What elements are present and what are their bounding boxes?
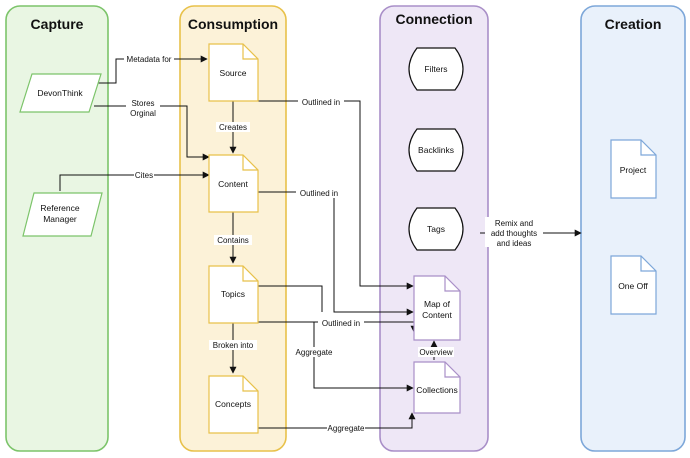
label-aggregate-topics: Aggregate	[296, 348, 333, 357]
label-remix-2: add thoughts	[491, 229, 537, 238]
node-filters: Filters	[408, 47, 464, 91]
reference-manager-label-1: Reference	[40, 203, 79, 213]
filters-shape	[408, 47, 464, 91]
concepts-label: Concepts	[215, 399, 251, 409]
collections-shape	[413, 361, 461, 414]
project-label: Project	[620, 165, 647, 175]
lane-creation-box	[580, 5, 686, 452]
label-remix-3: and ideas	[497, 239, 532, 248]
edge-content-outlined-in	[257, 191, 414, 316]
content-shape	[208, 154, 259, 213]
label-metadata-for: Metadata for	[127, 55, 172, 64]
devonthink-shape	[19, 73, 102, 113]
reference-manager-label-2: Manager	[43, 214, 77, 224]
map-of-content-label-1: Map of	[424, 299, 451, 309]
filters-label: Filters	[424, 64, 447, 74]
lane-capture-title: Capture	[31, 16, 84, 32]
lane-consumption-title: Consumption	[188, 16, 278, 32]
tags-shape	[408, 207, 464, 251]
label-topics-outlined-in: Outlined in	[322, 319, 360, 328]
edge-topics-map	[257, 285, 323, 312]
collections-label: Collections	[416, 385, 458, 395]
label-broken-into: Broken into	[213, 341, 254, 350]
node-devonthink: DevonThink	[19, 73, 102, 113]
lane-creation-title: Creation	[605, 16, 662, 32]
edge-aggregate-concepts	[257, 412, 416, 429]
edge-cites	[59, 171, 210, 191]
node-source: Source	[208, 43, 259, 102]
label-content-outlined-in: Outlined in	[300, 189, 338, 198]
node-tags: Tags	[408, 207, 464, 251]
edge-labels: Metadata for Stores Orginal Cites Create…	[124, 54, 543, 433]
devonthink-label: DevonThink	[37, 88, 83, 98]
source-shape	[208, 43, 259, 102]
label-cites: Cites	[135, 171, 153, 180]
content-label: Content	[218, 179, 248, 189]
label-stores-original-1: Stores	[131, 99, 154, 108]
label-overview: Overview	[419, 348, 453, 357]
edge-stores-original	[94, 105, 210, 161]
label-aggregate-concepts: Aggregate	[328, 424, 365, 433]
node-topics: Topics	[208, 265, 259, 324]
label-remix-1: Remix and	[495, 219, 533, 228]
node-map-of-content: Map of Content	[413, 275, 461, 341]
node-reference-manager: Reference Manager	[22, 192, 103, 237]
lane-creation: Creation	[580, 5, 686, 452]
reference-manager-shape	[22, 192, 103, 237]
backlinks-shape	[408, 128, 464, 172]
label-stores-original-2: Orginal	[130, 109, 156, 118]
tags-label: Tags	[427, 224, 445, 234]
backlinks-label: Backlinks	[418, 145, 454, 155]
node-content: Content	[208, 154, 259, 213]
source-label: Source	[220, 68, 247, 78]
label-contains: Contains	[217, 236, 249, 245]
label-source-outlined-in: Outlined in	[302, 98, 340, 107]
node-concepts: Concepts	[208, 375, 259, 434]
node-backlinks: Backlinks	[408, 128, 464, 172]
node-one-off: One Off	[610, 255, 657, 315]
label-creates: Creates	[219, 123, 247, 132]
map-of-content-label-2: Content	[422, 310, 452, 320]
topics-label: Topics	[221, 289, 245, 299]
topics-shape	[208, 265, 259, 324]
node-project: Project	[610, 139, 657, 199]
map-of-content-shape	[413, 275, 461, 341]
node-collections: Collections	[413, 361, 461, 414]
one-off-label: One Off	[618, 281, 648, 291]
concepts-shape	[208, 375, 259, 434]
lane-connection-title: Connection	[396, 11, 473, 27]
